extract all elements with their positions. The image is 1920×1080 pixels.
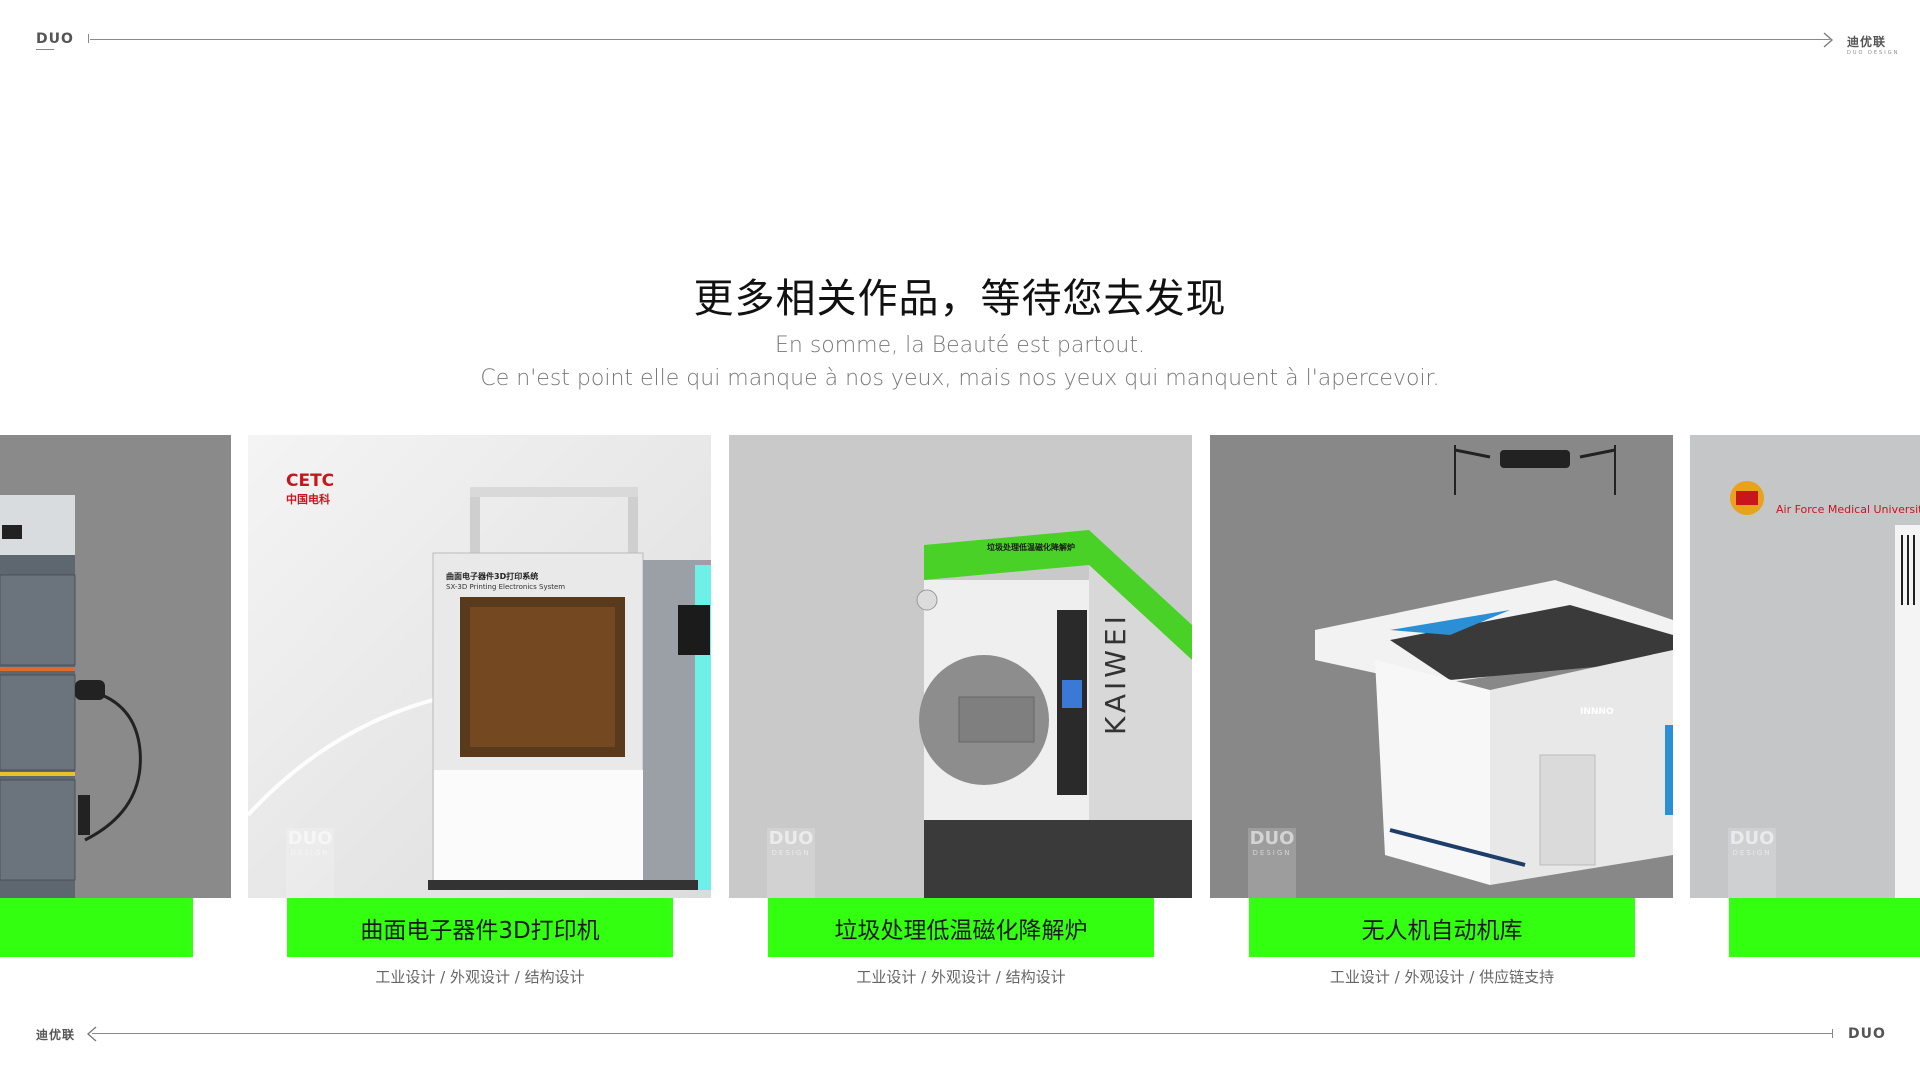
project-card-3d-printer-tags: 工业设计 / 外观设计 / 结构设计 <box>375 968 585 986</box>
project-card-drone-hangar-tags: 工业设计 / 外观设计 / 供应链支持 <box>1329 968 1555 986</box>
furnace-panel-title: 垃圾处理低温磁化降解炉 <box>987 543 1075 552</box>
header-logo-left[interactable]: DUO <box>36 31 74 50</box>
project-card-degradation-furnace-bar[interactable]: 垃圾处理低温磁化降解炉 <box>768 898 1154 957</box>
section-subtitle-line1: En somme, la Beauté est partout. <box>774 333 1145 358</box>
project-card-degradation-furnace-tags: 工业设计 / 外观设计 / 结构设计 <box>856 968 1066 986</box>
footer-right-tick <box>1832 1029 1833 1038</box>
section-title: 更多相关作品，等待您去发现 <box>693 276 1227 322</box>
project-card-partial-left-bar[interactable] <box>0 898 193 957</box>
charging-station-image <box>0 495 142 898</box>
footer-logo-left[interactable]: 迪优联 <box>36 1028 76 1042</box>
printer-panel-title: 曲面电子器件3D打印系统 <box>446 572 539 581</box>
project-card-3d-printer-bar[interactable]: 曲面电子器件3D打印机 <box>287 898 673 957</box>
project-card-3d-printer[interactable]: CETC 中国电科 曲面电子器件3D打印系统 SX-3D Printing El… <box>248 435 711 898</box>
section-subtitle-line2: Ce n'est point elle qui manque à nos yeu… <box>480 366 1440 391</box>
cetc-logo: CETC <box>286 471 335 491</box>
afmu-logo-text: Air Force Medical University <box>1776 503 1920 516</box>
project-card-drone-hangar-bar[interactable]: 无人机自动机库 <box>1249 898 1635 957</box>
drone-hangar-image <box>1315 445 1673 885</box>
footer-logo-right[interactable]: DUO <box>1848 1026 1886 1042</box>
header-divider-line <box>90 39 1830 40</box>
header-logo-right[interactable]: 迪优联 DUO DESIGN <box>1847 35 1900 56</box>
header-left-tick <box>88 34 89 43</box>
arrow-left-icon[interactable] <box>86 1026 98 1042</box>
footer-divider-line <box>92 1033 1832 1034</box>
kaiwei-brand-text: KAIWEI <box>1099 612 1132 735</box>
degradation-furnace-image <box>916 530 1192 898</box>
cetc-logo-sub: 中国电科 <box>286 493 330 506</box>
afmu-product-image <box>1730 481 1920 898</box>
3d-printer-image <box>248 487 711 890</box>
innno-brand-text: INNNO <box>1580 707 1614 717</box>
arrow-right-icon[interactable] <box>1822 32 1834 48</box>
project-card-partial-right-bar[interactable] <box>1729 898 1920 957</box>
project-card-partial-left[interactable] <box>0 435 231 898</box>
printer-panel-subtitle: SX-3D Printing Electronics System <box>446 583 566 591</box>
